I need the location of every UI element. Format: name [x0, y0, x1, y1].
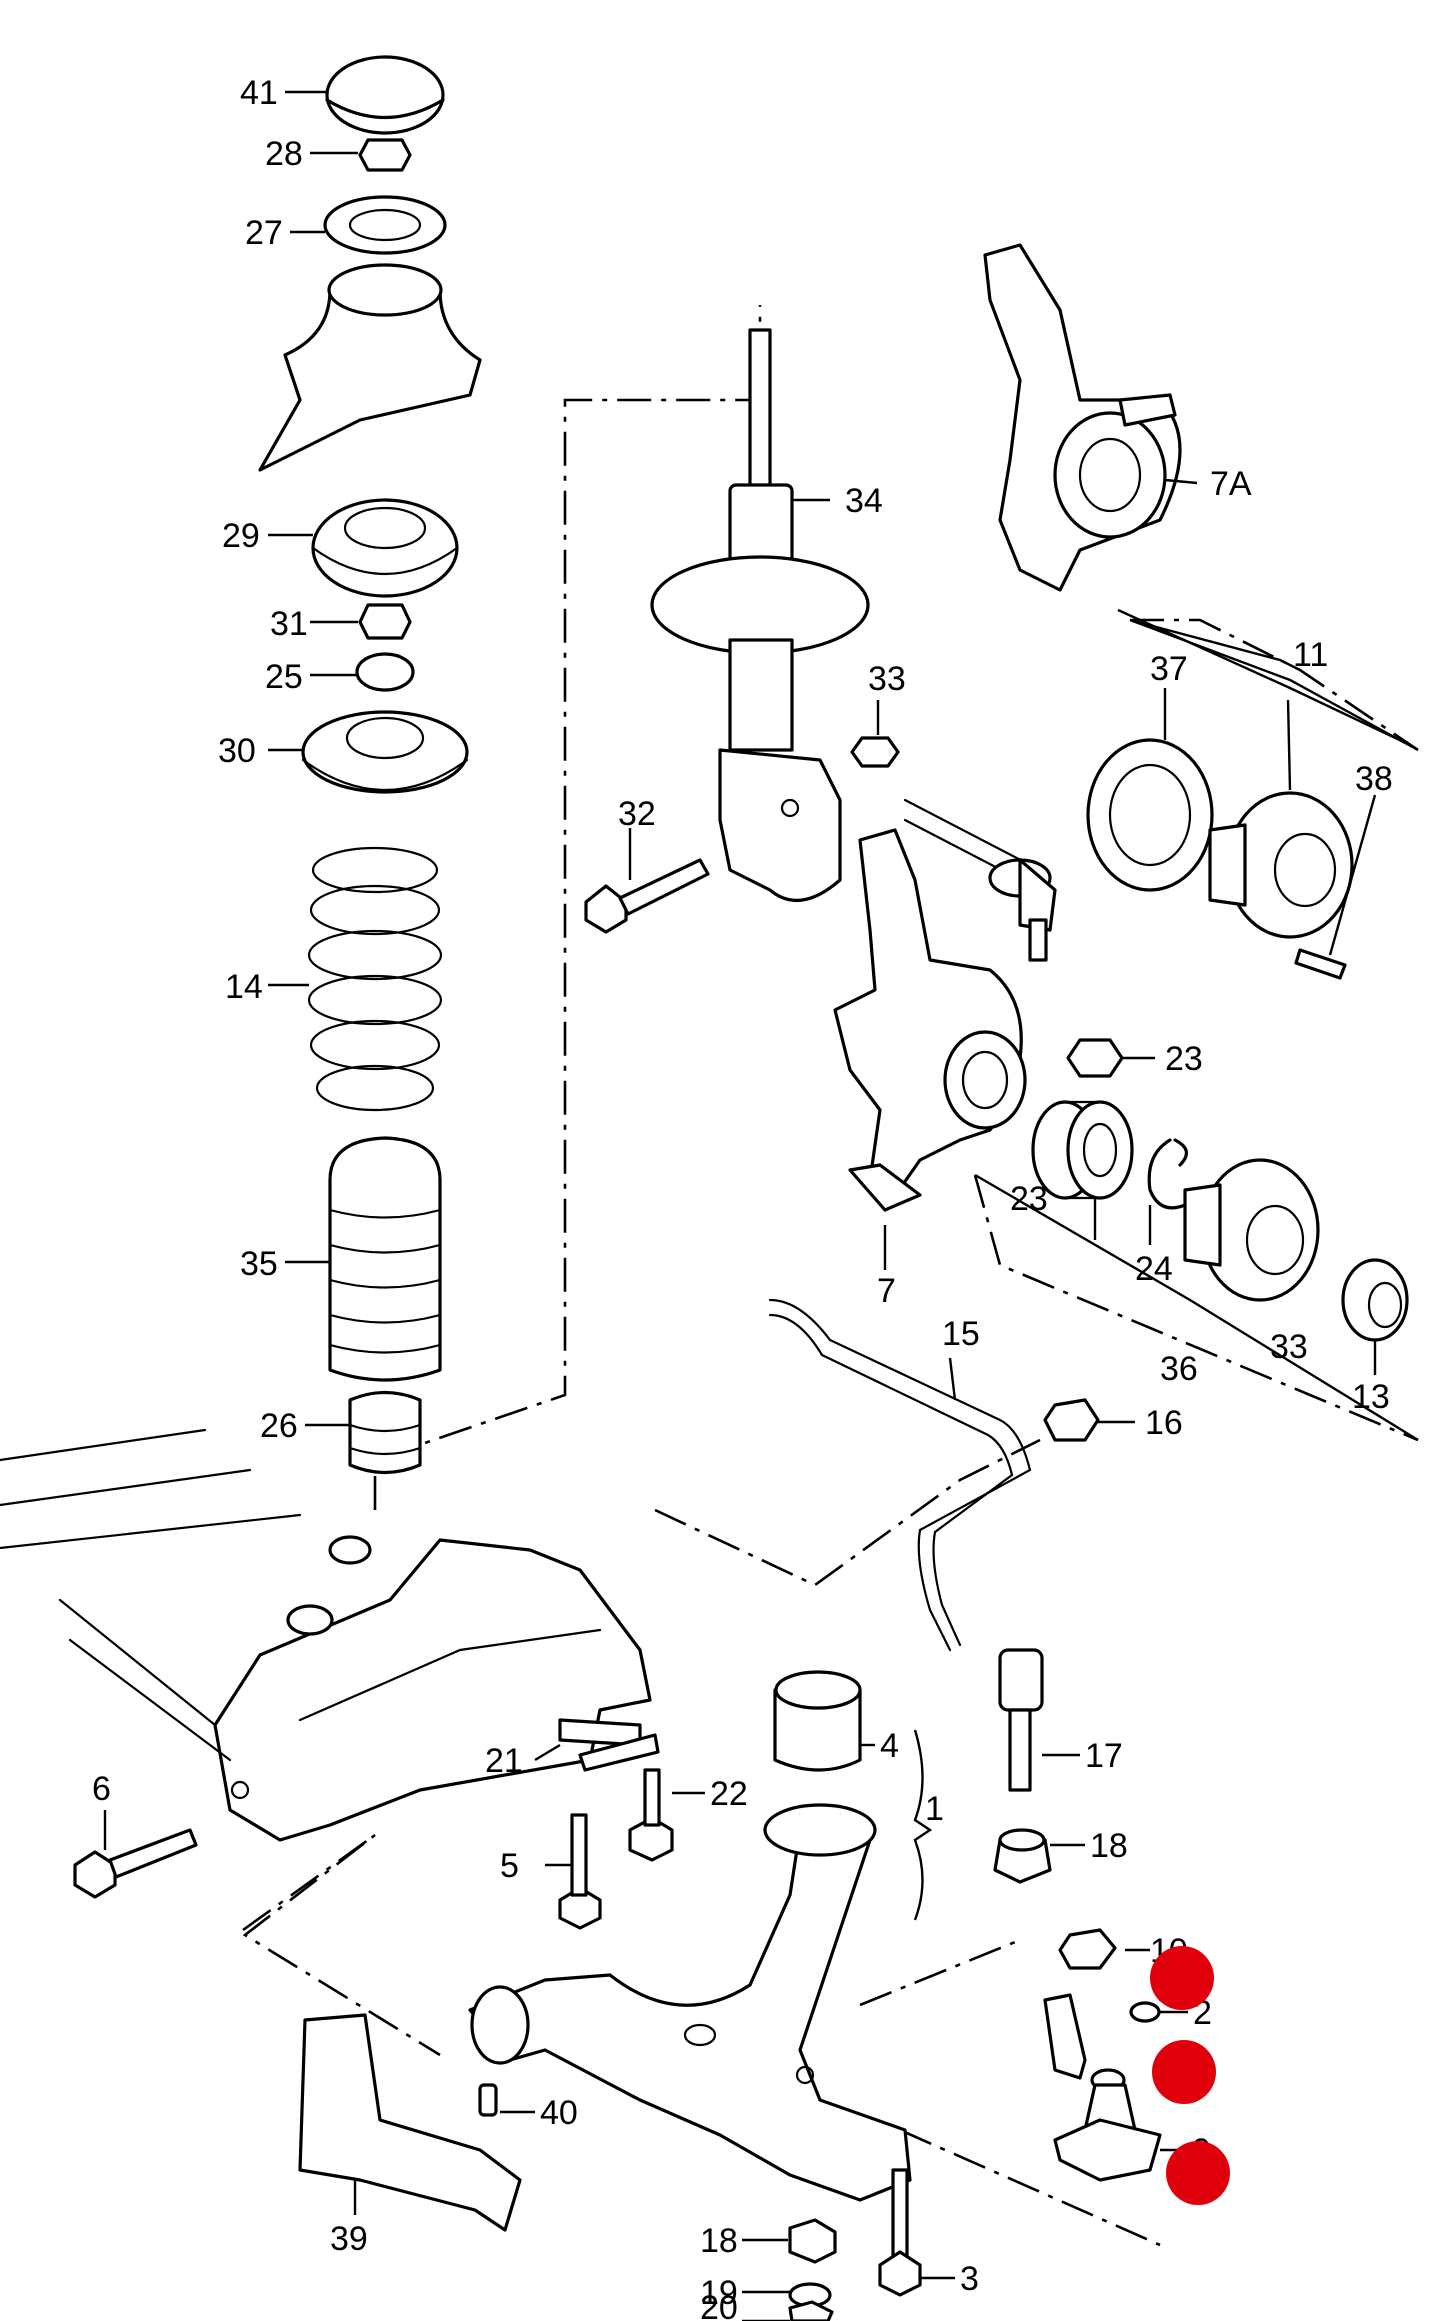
washer-25: [355, 652, 415, 692]
part-labels: 41 28 27 29 31 25 30 14 35 26 34 33 32 7…: [92, 74, 1393, 2321]
highlight-dot: [1150, 1946, 1214, 2010]
label-23-lower: 23: [1010, 1180, 1048, 1218]
highlight-dot: [1166, 2141, 1230, 2205]
label-16: 16: [1145, 1404, 1183, 1442]
steering-knuckle-7a: [983, 243, 1182, 592]
label-3: 3: [960, 2260, 979, 2298]
label-15: 15: [942, 1315, 980, 1353]
screw-38: [1294, 948, 1347, 980]
coil-spring-14: [307, 846, 443, 1112]
nut-33-upper: [850, 736, 900, 768]
abs-ring-37: [1086, 738, 1214, 892]
label-11: 11: [1293, 636, 1328, 674]
bolt-22: [628, 1768, 674, 1862]
label-26: 26: [260, 1407, 298, 1445]
label-40: 40: [540, 2094, 578, 2132]
strut-top-stack: [258, 55, 482, 794]
label-37: 37: [1150, 650, 1188, 688]
label-41: 41: [240, 74, 278, 112]
label-39: 39: [330, 2220, 368, 2258]
label-29: 29: [222, 517, 260, 555]
label-6: 6: [92, 1770, 111, 1808]
label-17: 17: [1085, 1737, 1123, 1775]
ball-joint-9: [1053, 2068, 1162, 2182]
label-27: 27: [245, 214, 283, 252]
nut-18-lower: [788, 2218, 837, 2264]
bump-stop-35: [328, 1136, 442, 1382]
label-34: 34: [845, 482, 883, 520]
label-33-lower: 33: [1270, 1328, 1308, 1366]
label-18-right: 18: [1090, 1827, 1128, 1865]
bolt-6: [73, 1828, 198, 1899]
circlip-24: [1147, 1138, 1188, 1210]
bolt-3: [878, 2168, 922, 2297]
ring-27: [323, 195, 447, 255]
label-21: 21: [485, 1742, 523, 1780]
label-35: 35: [240, 1245, 278, 1283]
seat-30: [301, 710, 469, 794]
label-30: 30: [218, 732, 256, 770]
highlight-dot: [1152, 2040, 1216, 2104]
bearing-23: [1031, 1100, 1134, 1200]
nut-28: [358, 138, 412, 172]
hub-assembly-11: [1086, 618, 1419, 980]
anti-roll-bar-15: [768, 1298, 1032, 1652]
nut-23-upper: [1066, 1038, 1124, 1078]
label-23-upper: 23: [1165, 1040, 1203, 1078]
boot-29-upper: [258, 288, 482, 472]
label-13: 13: [1352, 1378, 1390, 1416]
leader-lines: [103, 90, 1419, 2321]
subframe: [0, 1428, 652, 1842]
label-7a: 7A: [1210, 465, 1252, 503]
shock-absorber-34: [650, 328, 870, 902]
cap-41: [325, 55, 445, 135]
label-22: 22: [710, 1775, 748, 1813]
bush-4: [773, 1670, 862, 1772]
label-19: 19: [700, 2274, 738, 2312]
label-18-lower: 18: [700, 2222, 738, 2260]
label-7: 7: [877, 1272, 896, 1310]
nut-16: [1043, 1398, 1100, 1442]
label-28: 28: [265, 135, 303, 173]
label-5: 5: [500, 1847, 519, 1885]
drop-link-17: [998, 1648, 1044, 1792]
buffer-26: [348, 1390, 422, 1475]
bolt-32: [584, 858, 710, 934]
mount-bracket-21: [558, 1718, 660, 1772]
gear-13: [1341, 1258, 1409, 1342]
label-38: 38: [1355, 760, 1393, 798]
label-4: 4: [880, 1727, 899, 1765]
label-31: 31: [270, 605, 308, 643]
nut-20: [788, 2300, 834, 2321]
assembly-guide-lines: [242, 305, 1419, 2247]
wishbone-1: [468, 1803, 912, 2202]
tie-rod-end: [903, 798, 1057, 962]
nut-31: [358, 603, 412, 640]
bush-18-right: [993, 1828, 1052, 1884]
nut-10: [1058, 1928, 1117, 1970]
hub-33: [1183, 1158, 1320, 1302]
bracket-39: [298, 2013, 522, 2232]
label-14: 14: [225, 968, 263, 1006]
label-32: 32: [618, 795, 656, 833]
label-33-upper: 33: [868, 660, 906, 698]
label-24: 24: [1135, 1250, 1173, 1288]
label-20: 20: [700, 2289, 738, 2321]
label-25: 25: [265, 658, 303, 696]
label-1: 1: [925, 1790, 944, 1828]
steering-knuckle-7: [833, 828, 1027, 1212]
highlight-markers: [1150, 1946, 1230, 2205]
label-36: 36: [1160, 1350, 1198, 1388]
plate-2: [1043, 1993, 1161, 2080]
clip-40: [478, 2083, 498, 2117]
bolt-5: [558, 1813, 602, 1930]
